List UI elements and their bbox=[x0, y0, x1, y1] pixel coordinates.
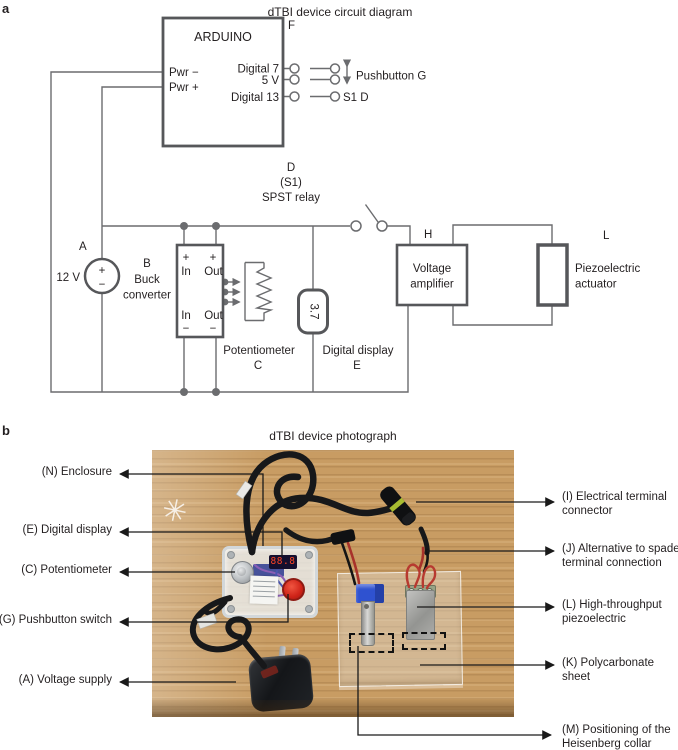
wire-amp-piezo-top bbox=[452, 224, 553, 245]
voltage-amplifier-box bbox=[395, 243, 469, 307]
wire-pin-links bbox=[310, 67, 330, 98]
wire-relay-to-amp bbox=[387, 225, 411, 245]
label-digital-display: (E) Digital display bbox=[22, 524, 112, 536]
piezo-actuator-box bbox=[536, 243, 569, 307]
relay-blade bbox=[364, 204, 379, 223]
buck-b-label: B bbox=[143, 258, 151, 270]
pushbutton-label: Pushbutton G bbox=[356, 71, 426, 83]
supply-minus-sign: − bbox=[99, 279, 106, 291]
device-photograph: 88.8 bbox=[152, 450, 514, 717]
label-pushbutton-switch: (G) Pushbutton switch bbox=[0, 614, 112, 626]
display-value: 3.7 bbox=[308, 304, 320, 320]
screw-icon bbox=[227, 551, 235, 559]
digital-display-box bbox=[297, 288, 329, 335]
panel-a-label: a bbox=[2, 1, 10, 16]
display-name: Digital display bbox=[323, 345, 394, 357]
screw-icon bbox=[305, 551, 313, 559]
circuit-title: dTBI device circuit diagram bbox=[268, 5, 413, 19]
buck-in-top: In bbox=[181, 266, 191, 278]
supply-a-label: A bbox=[79, 241, 87, 253]
seven-segment-display: 88.8 bbox=[269, 555, 297, 569]
label-voltage-supply: (A) Voltage supply bbox=[18, 674, 112, 686]
supply-plus-sign: + bbox=[99, 265, 106, 277]
label-high-throughput-piezo: (L) High-throughput piezoelectric bbox=[562, 599, 662, 625]
buck-name-1: Buck bbox=[134, 274, 160, 286]
relay-d-label: D bbox=[287, 162, 295, 174]
buck-out-minus: − bbox=[210, 323, 217, 335]
supply-voltage-label: 12 V bbox=[56, 272, 80, 284]
potentiometer-name: Potentiometer bbox=[223, 345, 295, 357]
resistor-zigzag bbox=[254, 262, 274, 321]
amp-h-label: H bbox=[424, 229, 432, 241]
potentiometer-symbol bbox=[225, 261, 274, 322]
pwr-plus-label: Pwr + bbox=[169, 82, 199, 94]
label-sticker bbox=[249, 575, 279, 605]
label-potentiometer: (C) Potentiometer bbox=[21, 564, 112, 576]
voltage-source-symbol bbox=[83, 257, 121, 295]
s1d-label: S1 D bbox=[343, 92, 369, 104]
spade-terminal-block bbox=[356, 584, 384, 603]
piezoelectric-actuator bbox=[406, 590, 435, 640]
pin-digital7-label: Digital 7 bbox=[237, 64, 279, 76]
pin-5v-label: 5 V bbox=[262, 75, 280, 87]
display-e-label: E bbox=[353, 360, 361, 372]
buck-in-bottom: In bbox=[181, 310, 191, 322]
buck-name-2: converter bbox=[123, 290, 171, 302]
screw-icon bbox=[305, 605, 313, 613]
piezo-l-label: L bbox=[603, 230, 610, 242]
label-enclosure: (N) Enclosure bbox=[41, 466, 112, 478]
buck-in-plus: + bbox=[183, 252, 190, 264]
screw-icon bbox=[227, 605, 235, 613]
label-heisenberg-collar: (M) Positioning of the Heisenberg collar bbox=[562, 724, 671, 750]
label-spade-alternative: (J) Alternative to spade terminal connec… bbox=[562, 543, 678, 569]
arduino-name: ARDUINO bbox=[194, 30, 252, 44]
buck-out-bottom: Out bbox=[204, 310, 223, 322]
component-boxes bbox=[83, 16, 569, 339]
potentiometer-c-label: C bbox=[254, 360, 262, 372]
wire-buck-stubs bbox=[183, 226, 217, 392]
amp-name-2: amplifier bbox=[410, 279, 454, 291]
wire-pin-stubs bbox=[283, 67, 290, 98]
buck-out-top: Out bbox=[204, 266, 223, 278]
f-label: F bbox=[288, 20, 295, 32]
relay-contact-right bbox=[376, 220, 388, 232]
collar-position-box-left bbox=[349, 633, 394, 653]
label-terminal-connector: (I) Electrical terminal connector bbox=[562, 491, 667, 517]
relay-s1-label: (S1) bbox=[280, 177, 302, 189]
circuit-diagram: a dTBI device circuit diagram F ARDUINO … bbox=[2, 1, 640, 396]
amp-name-1: Voltage bbox=[413, 263, 451, 275]
photo-title: dTBI device photograph bbox=[269, 429, 397, 443]
wire-amp-piezo-bottom bbox=[452, 305, 553, 326]
pin-digital13-label: Digital 13 bbox=[231, 92, 279, 104]
relay-name-label: SPST relay bbox=[262, 192, 320, 204]
piezo-name-2: actuator bbox=[575, 279, 617, 291]
buck-converter-box bbox=[175, 243, 225, 339]
pin-terminals bbox=[289, 63, 388, 232]
arduino-box bbox=[161, 16, 285, 148]
piezo-name-1: Piezoelectric bbox=[575, 263, 640, 275]
relay-contact-left bbox=[350, 220, 362, 232]
enclosure: 88.8 bbox=[222, 546, 318, 618]
voltage-supply-adapter bbox=[247, 653, 315, 713]
wire-ground-bus bbox=[50, 71, 409, 393]
collar-position-box-right bbox=[402, 632, 446, 650]
pushbutton[interactable] bbox=[282, 578, 305, 601]
panel-b-label: b bbox=[2, 423, 10, 438]
label-polycarbonate-sheet: (K) Polycarbonate sheet bbox=[562, 657, 655, 683]
buck-out-plus: + bbox=[210, 252, 217, 264]
junction-dots bbox=[180, 222, 229, 396]
circuit-wires bbox=[50, 67, 553, 393]
wire-pwr-plus bbox=[101, 86, 163, 259]
buck-in-minus: − bbox=[183, 323, 190, 335]
pwr-minus-label: Pwr − bbox=[169, 67, 199, 79]
